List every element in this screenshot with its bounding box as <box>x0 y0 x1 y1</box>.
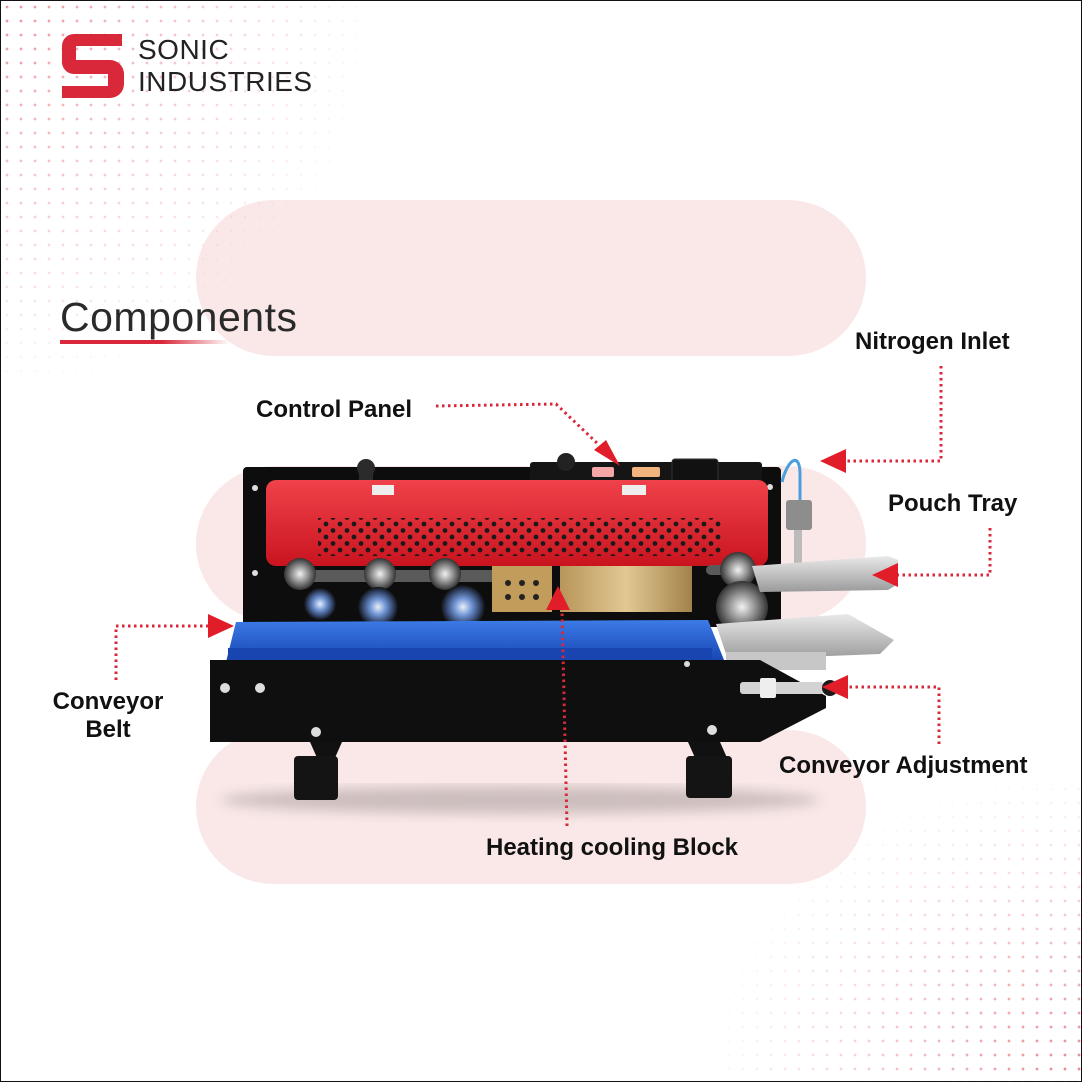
label-nitrogen-inlet: Nitrogen Inlet <box>855 328 1010 355</box>
label-pouch-tray: Pouch Tray <box>888 490 1018 517</box>
arrow-control-panel <box>594 440 620 466</box>
title-underline <box>60 340 230 344</box>
drive-belt-area <box>284 552 768 633</box>
label-conveyor-belt: Conveyor Belt <box>44 688 172 744</box>
brand-line-2: INDUSTRIES <box>138 66 313 97</box>
arrow-conveyor-belt <box>208 614 234 638</box>
leader-control-panel <box>435 402 600 446</box>
pouch-tray-part <box>716 556 898 670</box>
decorative-dots-top-left <box>0 0 360 380</box>
control-panel-controls <box>357 453 719 486</box>
label-conveyor-belt-line-2: Belt <box>85 716 131 743</box>
leader-conveyor-belt <box>114 624 208 680</box>
label-conveyor-adjustment: Conveyor Adjustment <box>779 752 1028 779</box>
arrow-nitrogen-inlet <box>820 449 846 473</box>
sonic-logo-icon <box>62 34 124 98</box>
brand-line-1: SONIC <box>138 34 230 65</box>
label-heating-cooling-block: Heating cooling Block <box>486 834 739 861</box>
background-pill-top <box>196 200 866 356</box>
section-title: Components <box>60 294 298 340</box>
leader-pouch-tray <box>898 528 992 577</box>
label-control-panel: Control Panel <box>256 396 413 423</box>
decorative-dots-bottom-right <box>722 782 1082 1082</box>
machine-shadow <box>220 786 820 814</box>
brand-name: SONIC INDUSTRIES <box>138 34 313 98</box>
label-conveyor-belt-line-1: Conveyor <box>52 688 164 715</box>
leader-nitrogen-inlet <box>846 366 943 463</box>
conveyor-base <box>210 660 826 742</box>
leader-conveyor-adjustment <box>848 685 941 744</box>
arrow-conveyor-adjustment <box>822 675 848 699</box>
heating-cooling-block-part <box>492 566 692 612</box>
machine-feet <box>294 742 732 800</box>
arrow-heating-block <box>546 586 570 610</box>
arrow-pouch-tray <box>872 563 898 587</box>
conveyor-belt-part <box>226 620 724 662</box>
nitrogen-inlet-part <box>780 459 812 580</box>
leader-heating-block <box>560 609 569 827</box>
red-cover <box>266 480 768 566</box>
